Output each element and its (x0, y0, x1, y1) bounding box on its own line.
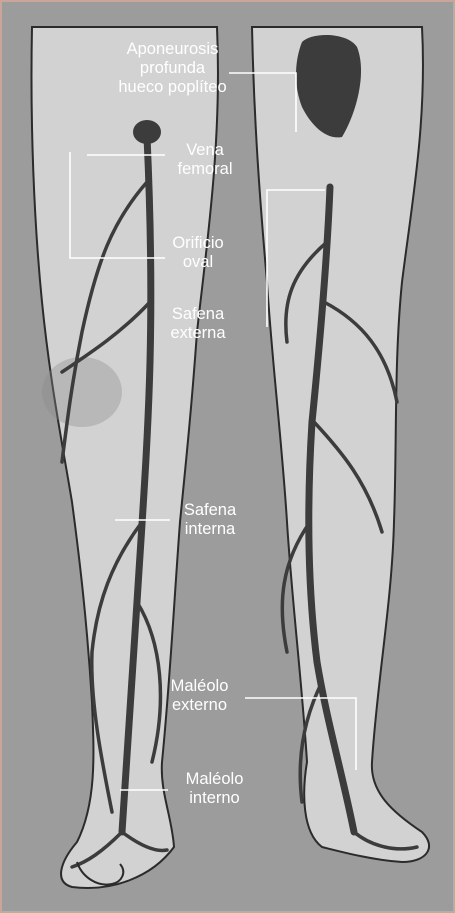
label-aponeurosis-line3: hueco poplíteo (110, 78, 235, 97)
right-leg-posterior (252, 27, 429, 862)
label-aponeurosis-line1: Aponeurosis (110, 40, 235, 59)
knee-shading (42, 357, 122, 427)
label-vena-femoral-line2: femoral (168, 160, 242, 179)
label-maleolo-externo-line2: externo (157, 696, 242, 715)
label-orificio-oval-line2: oval (167, 253, 229, 272)
label-orificio-oval-line1: Orificio (167, 234, 229, 253)
label-safena-externa: Safena externa (161, 305, 235, 343)
label-maleolo-interno: Maléolo interno (172, 770, 257, 808)
label-safena-interna: Safena interna (173, 501, 247, 539)
label-orificio-oval: Orificio oval (167, 234, 229, 272)
label-maleolo-externo: Maléolo externo (157, 677, 242, 715)
label-safena-interna-line2: interna (173, 520, 247, 539)
label-vena-femoral: Vena femoral (168, 141, 242, 179)
label-aponeurosis-line2: profunda (110, 59, 235, 78)
label-safena-externa-line2: externa (161, 324, 235, 343)
label-maleolo-externo-line1: Maléolo (157, 677, 242, 696)
label-vena-femoral-line1: Vena (168, 141, 242, 160)
label-maleolo-interno-line2: interno (172, 789, 257, 808)
label-safena-externa-line1: Safena (161, 305, 235, 324)
right-leg-outline (252, 27, 429, 862)
label-safena-interna-line1: Safena (173, 501, 247, 520)
label-aponeurosis: Aponeurosis profunda hueco poplíteo (110, 40, 235, 97)
label-maleolo-interno-line1: Maléolo (172, 770, 257, 789)
